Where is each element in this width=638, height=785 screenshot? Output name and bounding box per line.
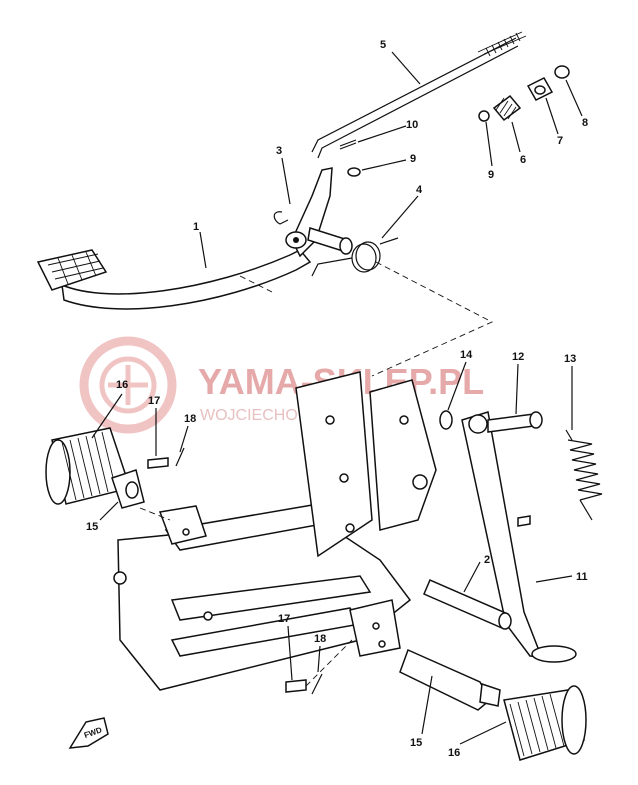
callout-9-lower: 9 bbox=[488, 169, 494, 181]
brake-pedal-assembly bbox=[36, 31, 570, 310]
callout-15-right: 15 bbox=[410, 737, 422, 749]
watermark-logo-icon bbox=[79, 336, 177, 434]
clip bbox=[273, 211, 289, 225]
callout-8: 8 bbox=[582, 117, 588, 129]
side-stand-assembly bbox=[423, 410, 603, 663]
front-direction-arrow-icon: FWD bbox=[68, 717, 109, 749]
side-stand-foot bbox=[531, 645, 577, 663]
callout-3: 3 bbox=[276, 145, 282, 157]
brake-adjuster-group bbox=[478, 65, 570, 122]
mounting-plate bbox=[295, 371, 373, 558]
callout-12: 12 bbox=[512, 351, 524, 363]
brake-rod bbox=[311, 37, 517, 153]
mounting-bracket bbox=[369, 379, 437, 531]
cotter-pin bbox=[339, 139, 357, 150]
left-footrest bbox=[45, 427, 185, 509]
left-footrest-bracket bbox=[158, 505, 207, 545]
side-stand-bolt bbox=[487, 413, 535, 433]
right-cotter-pin bbox=[311, 673, 323, 695]
washer bbox=[347, 167, 361, 177]
side-stand-washer bbox=[439, 410, 453, 430]
callouts: 1 2 3 4 5 6 7 8 9 9 10 11 12 13 14 15 15… bbox=[86, 39, 588, 759]
callout-10: 10 bbox=[406, 119, 418, 131]
callout-9-upper: 9 bbox=[410, 153, 416, 165]
rod-thread bbox=[477, 31, 527, 55]
right-footrest bbox=[285, 648, 587, 761]
footrest-frame bbox=[113, 371, 437, 691]
left-footrest-pin bbox=[147, 457, 169, 469]
callout-16-right: 16 bbox=[448, 747, 460, 759]
callout-13: 13 bbox=[564, 353, 576, 365]
callout-4: 4 bbox=[416, 184, 423, 196]
callout-18-left: 18 bbox=[184, 413, 196, 425]
brake-pedal-arm bbox=[61, 249, 312, 310]
callout-16-left: 16 bbox=[116, 379, 128, 391]
callout-7: 7 bbox=[557, 135, 563, 147]
callout-15-left: 15 bbox=[86, 521, 98, 533]
callout-2: 2 bbox=[484, 554, 490, 566]
leader-lines bbox=[91, 51, 583, 745]
callout-1: 1 bbox=[193, 221, 199, 233]
pedal-return-spring bbox=[311, 237, 399, 277]
watermark: YAMA-SKLEP.PL WOJCIECHOWICZ bbox=[79, 336, 484, 434]
left-cotter-pin bbox=[175, 447, 185, 467]
callout-17-right: 17 bbox=[278, 613, 290, 625]
callout-14: 14 bbox=[460, 349, 473, 361]
callout-11: 11 bbox=[576, 571, 588, 583]
right-footrest-arm bbox=[399, 648, 491, 711]
right-footrest-pin bbox=[285, 679, 307, 693]
side-stand-spring bbox=[565, 429, 603, 521]
callout-17-left: 17 bbox=[148, 395, 160, 407]
callout-5: 5 bbox=[380, 39, 386, 51]
callout-18-right: 18 bbox=[314, 633, 326, 645]
callout-6: 6 bbox=[520, 154, 526, 166]
